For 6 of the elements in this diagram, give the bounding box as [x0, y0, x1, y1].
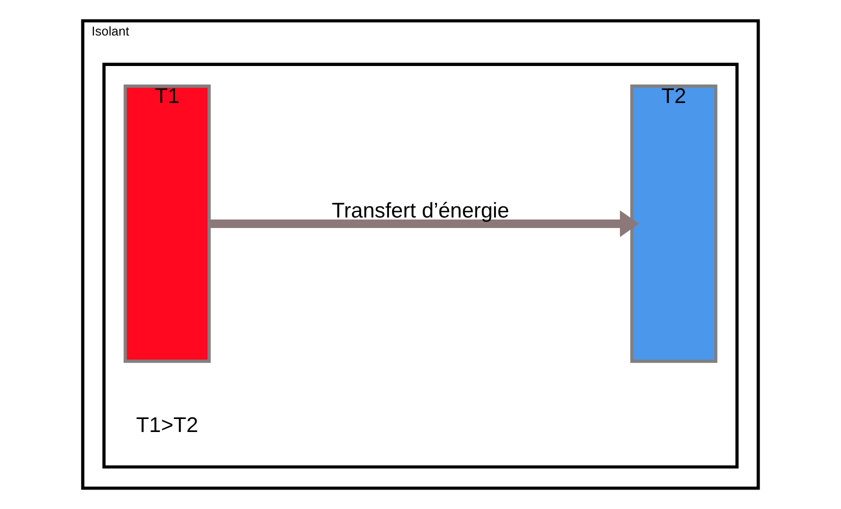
node-box: T2 — [630, 84, 718, 363]
edge-label: Transfert d’énergie — [332, 198, 510, 222]
node-box: T1 — [124, 84, 211, 363]
cluster — [102, 62, 739, 469]
arrow — [210, 210, 640, 238]
label: T1>T2 — [136, 412, 198, 437]
